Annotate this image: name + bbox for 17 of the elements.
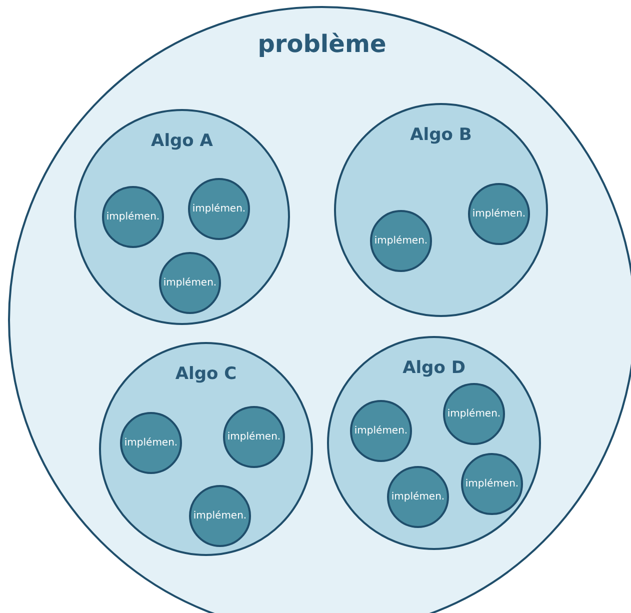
implementation-label: implémen.	[464, 478, 520, 490]
implementation-label: implémen.	[353, 426, 409, 436]
implementation-label: implémen.	[226, 432, 282, 442]
implementation-label: implémen.	[123, 438, 179, 448]
algorithm-title: Algo A	[150, 131, 214, 151]
implementation-label: implémen.	[105, 212, 161, 222]
implementation-label: implémen.	[446, 408, 502, 420]
implementation-label: implémen.	[390, 492, 446, 502]
algorithm-title: Algo B	[409, 125, 473, 145]
implementation-label: implémen.	[373, 236, 429, 246]
implementation-label: implémen.	[471, 208, 527, 220]
implementation-label: implémen.	[191, 204, 247, 214]
implementation-label: implémen.	[162, 278, 218, 288]
algorithm-title: Algo D	[402, 358, 466, 378]
algorithm-title: Algo C	[174, 364, 238, 384]
problem-title: problème	[256, 30, 388, 58]
implementation-label: implémen.	[192, 510, 248, 522]
